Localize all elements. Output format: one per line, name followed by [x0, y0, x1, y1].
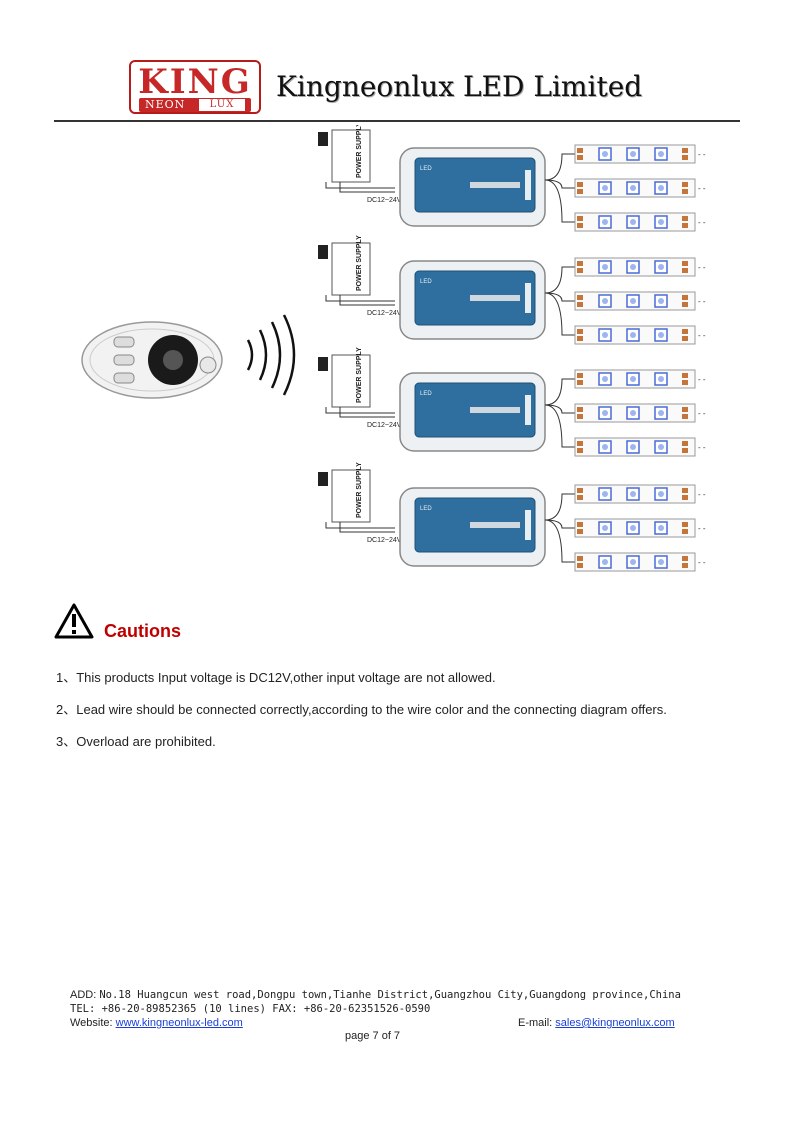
svg-text:- -: - -	[698, 443, 706, 452]
svg-text:- -: - -	[698, 297, 706, 306]
power-supply: POWER SUPPLY	[318, 235, 371, 296]
led-strip: - -	[574, 291, 706, 311]
website-label: Website:	[70, 1017, 113, 1029]
header-rule	[54, 120, 740, 122]
power-supply: POWER SUPPLY	[318, 347, 371, 408]
voltage-label: DC12~24V	[367, 310, 402, 317]
controller-label: LED	[420, 391, 432, 397]
caution-item-3: 3、Overload are prohibited.	[56, 734, 216, 749]
wiring-group-2: POWER SUPPLY DC12~24V LED - - - - - -	[318, 235, 706, 345]
voltage-label: DC12~24V	[367, 537, 402, 544]
page-footer: ADD: No.18 Huangcun west road,Dongpu tow…	[70, 988, 710, 1030]
email-label: E-mail:	[518, 1017, 553, 1029]
wiring-group-3: POWER SUPPLY DC12~24V LED - - - - - -	[318, 347, 706, 457]
led-strip: - -	[574, 552, 706, 572]
led-strip: - -	[574, 144, 706, 164]
logo-neon-text: NEON	[145, 98, 186, 111]
svg-text:- -: - -	[698, 184, 706, 193]
svg-text:- -: - -	[698, 375, 706, 384]
led-controller: LED	[399, 147, 546, 227]
tel-fax-text: TEL: +86-20-89852365 (10 lines) FAX: +86…	[70, 1003, 431, 1015]
controller-label: LED	[420, 166, 432, 172]
led-strip: - -	[574, 484, 706, 504]
led-strip: - -	[574, 325, 706, 345]
controller-label: LED	[420, 279, 432, 285]
cautions-list: 1、This products Input voltage is DC12V,o…	[56, 668, 756, 764]
led-controller: LED	[399, 372, 546, 452]
page-number: page 7 of 7	[345, 1030, 401, 1042]
led-strip: - -	[574, 403, 706, 423]
power-supply: POWER SUPPLY	[318, 125, 371, 183]
address-text: No.18 Huangcun west road,Dongpu town,Tia…	[99, 989, 681, 1001]
company-name: Kingneonlux LED Limited	[276, 70, 643, 103]
voltage-label: DC12~24V	[367, 197, 402, 204]
warning-icon	[54, 603, 94, 639]
website-link[interactable]: www.kingneonlux-led.com	[115, 1017, 243, 1029]
page-header: KING NEON LUX Kingneonlux LED Limited	[0, 0, 794, 125]
company-logo: KING NEON LUX	[129, 60, 261, 114]
led-strip: - -	[574, 257, 706, 277]
svg-text:- -: - -	[698, 331, 706, 340]
address-label: ADD:	[70, 989, 97, 1001]
led-strip: - -	[574, 518, 706, 538]
svg-text:- -: - -	[698, 150, 706, 159]
logo-lux-text: LUX	[199, 99, 245, 111]
led-strip: - -	[574, 437, 706, 457]
caution-item-2: 2、Lead wire should be connected correctl…	[56, 702, 667, 717]
svg-text:- -: - -	[698, 263, 706, 272]
svg-text:- -: - -	[698, 218, 706, 227]
remote-control	[81, 321, 223, 399]
power-supply-label: POWER SUPPLY	[356, 235, 363, 291]
power-supply-label: POWER SUPPLY	[356, 347, 363, 403]
power-supply-label: POWER SUPPLY	[356, 125, 363, 178]
cautions-title: Cautions	[104, 621, 182, 641]
voltage-label: DC12~24V	[367, 422, 402, 429]
power-supply: POWER SUPPLY	[318, 462, 371, 523]
svg-text:- -: - -	[698, 490, 706, 499]
led-strip: - -	[574, 369, 706, 389]
wiring-group-4: POWER SUPPLY DC12~24V LED - - - - - -	[318, 462, 706, 572]
power-supply-label: POWER SUPPLY	[356, 462, 363, 518]
wiring-group-1: POWER SUPPLY DC12~24V LED - - - - - -	[318, 125, 706, 232]
signal-waves-icon	[246, 314, 296, 396]
cautions-header: Cautions	[54, 603, 354, 641]
led-controller: LED	[399, 260, 546, 340]
svg-text:- -: - -	[698, 524, 706, 533]
email-link[interactable]: sales@kingneonlux.com	[555, 1017, 675, 1029]
controller-label: LED	[420, 506, 432, 512]
led-strip: - -	[574, 178, 706, 198]
caution-item-1: 1、This products Input voltage is DC12V,o…	[56, 670, 496, 685]
svg-text:- -: - -	[698, 558, 706, 567]
led-controller: LED	[399, 487, 546, 567]
logo-king-text: KING	[138, 62, 252, 102]
svg-text:- -: - -	[698, 409, 706, 418]
led-strip: - -	[574, 212, 706, 232]
